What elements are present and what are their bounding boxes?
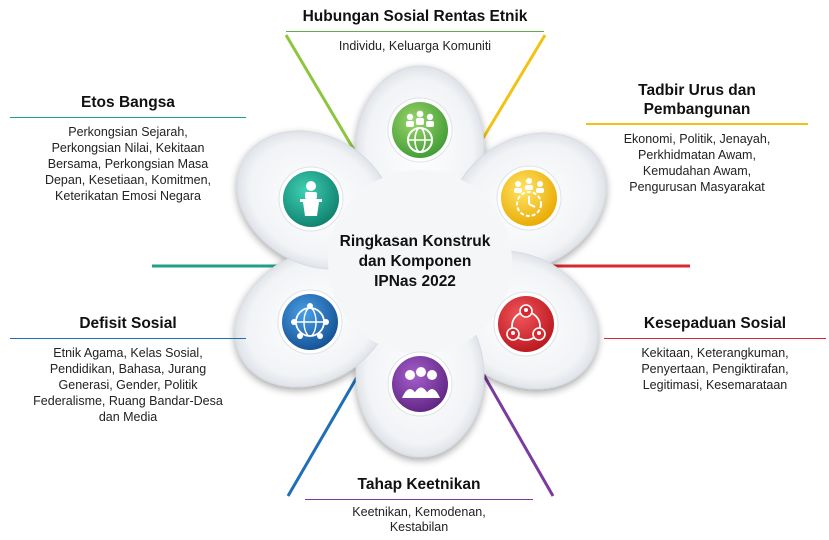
description-line: Kemudahan Awam, (642, 163, 752, 178)
component-title: Etos Bangsa (81, 94, 175, 111)
description-line: Generasi, Gender, Politik (58, 378, 198, 393)
title-underline (586, 123, 808, 125)
title-underline (286, 30, 544, 33)
description-line: Kekitaan, Keterangkuman, (641, 346, 789, 361)
description-line: Perkhidmatan Awam, (638, 147, 756, 162)
component-title: Tadbir Urus dan Pembangunan (586, 82, 808, 123)
crowd-icon (387, 351, 453, 417)
component-tahap: Tahap Keetnikan Keetnikan, Kemodenan, Ke… (305, 476, 533, 535)
component-description: Individu, Keluarga Komuniti (280, 38, 550, 54)
component-etos: Etos Bangsa Perkongsian Sejarah, Perkong… (10, 94, 246, 204)
description-line: Pengurusan Masyarakat (629, 179, 765, 194)
globe-network-icon (277, 289, 343, 355)
globe-people-icon (387, 97, 453, 163)
title-underline (604, 337, 826, 340)
description-line: Bersama, Perkongsian Masa (47, 157, 209, 172)
clock-group-icon (496, 165, 562, 231)
connector-defisit (286, 371, 362, 497)
description-line: dan Media (98, 410, 158, 425)
title-line: Pembangunan (643, 100, 751, 118)
description-line: Legitimasi, Kesemarataan (642, 378, 788, 393)
network-people-icon (493, 291, 559, 357)
description-line: Penyertaan, Pengiktirafan, (641, 362, 789, 377)
description-line: Etnik Agama, Kelas Sosial, (53, 346, 203, 361)
speaker-podium-icon (278, 166, 344, 232)
center-title-line2: dan Komponen (358, 253, 472, 270)
description-line: Depan, Kesetiaan, Komitmen, (44, 173, 212, 188)
description-line: Federalisme, Ruang Bandar-Desa (33, 394, 223, 409)
component-tadbir: Tadbir Urus dan Pembangunan Ekonomi, Pol… (586, 82, 808, 195)
connector-hubungan-left (284, 34, 362, 161)
title-underline (305, 498, 533, 501)
flower-center (328, 170, 512, 354)
component-hubungan: Hubungan Sosial Rentas Etnik Individu, K… (280, 8, 550, 54)
component-description: Ekonomi, Politik, Jenayah, Perkhidmatan … (586, 131, 808, 195)
description-line: Ekonomi, Politik, Jenayah, (623, 131, 771, 146)
description-line: Individu, Keluarga Komuniti (338, 39, 492, 54)
center-title-line1: Ringkasan Konstruk (339, 233, 491, 250)
component-title: Kesepaduan Sosial (643, 315, 787, 332)
title-underline (10, 337, 246, 340)
center-title-line3: IPNas 2022 (374, 273, 456, 290)
description-line: Perkongsian Nilai, Kekitaan (51, 141, 205, 156)
component-title: Hubungan Sosial Rentas Etnik (302, 8, 528, 25)
component-title: Defisit Sosial (79, 315, 177, 332)
title-underline (10, 116, 246, 119)
title-line: Tadbir Urus dan (638, 82, 756, 99)
component-defisit: Defisit Sosial Etnik Agama, Kelas Sosial… (10, 315, 246, 425)
connector-lines (152, 34, 690, 497)
description-line: Kestabilan (389, 520, 449, 535)
description-line: Pendidikan, Bahasa, Jurang (49, 362, 207, 377)
component-kesepaduan: Kesepaduan Sosial Kekitaan, Keterangkuma… (604, 315, 826, 393)
description-line: Keetnikan, Kemodenan, (352, 505, 486, 520)
component-description: Perkongsian Sejarah, Perkongsian Nilai, … (10, 124, 246, 204)
component-description: Etnik Agama, Kelas Sosial, Pendidikan, B… (10, 345, 246, 425)
connector-tahap (480, 371, 555, 497)
component-description: Kekitaan, Keterangkuman, Penyertaan, Pen… (604, 345, 826, 393)
description-line: Keterikatan Emosi Negara (55, 189, 201, 204)
component-title: Tahap Keetnikan (357, 476, 481, 493)
description-line: Perkongsian Sejarah, (68, 125, 188, 140)
center-title: Ringkasan Konstruk dan Komponen IPNas 20… (320, 232, 510, 292)
component-description: Keetnikan, Kemodenan, Kestabilan (305, 505, 533, 535)
